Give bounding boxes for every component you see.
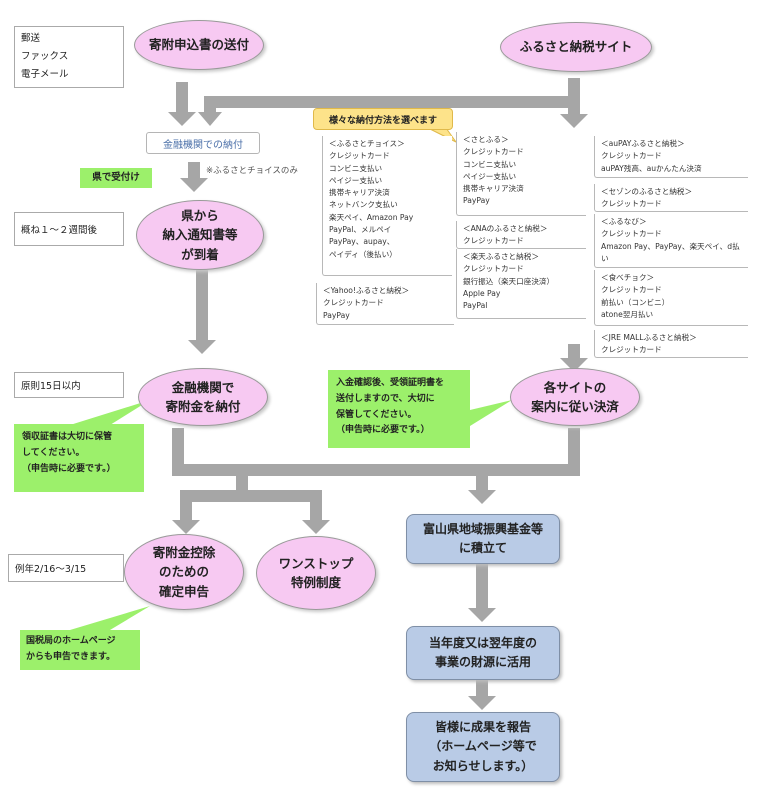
list-saison: ＜セゾンのふるさと納税＞クレジットカード (594, 184, 748, 212)
arrow-site-to-bank (198, 96, 222, 126)
list-furusato-choice: ＜ふるさとチョイス＞クレジットカード コンビニ支払いペイジー支払い 携帯キャリア… (322, 136, 452, 276)
furusato-site-node: ふるさと納税サイト (500, 22, 652, 72)
arrow-notice-to-pay (188, 268, 216, 354)
bank-receipt-callout: 領収証書は大切に保管 してください。 （申告時に必要です。） (14, 424, 144, 492)
timing-tax-period: 例年2/16～3/15 (8, 554, 124, 582)
pay-at-bank-node: 金融機関で 寄附金を納付 (138, 368, 268, 426)
list-ana: ＜ANAのふるさと納税＞クレジットカード (456, 221, 586, 249)
arrow-to-tax-return (172, 490, 200, 534)
send-form-node: 寄附申込書の送付 (134, 20, 264, 70)
arrow-use-to-report (468, 680, 496, 710)
one-stop-node: ワンストップ 特例制度 (256, 536, 376, 610)
send-method-note: 郵送 ファックス 電子メール (14, 26, 124, 88)
arrow-fund-to-use (468, 562, 496, 622)
callout-tail-bank (70, 400, 150, 425)
timing-1-2-weeks: 概ね１～２週間後 (14, 212, 124, 246)
pay-by-site-node: 各サイトの 案内に従い決済 (510, 368, 640, 426)
timing-15-days: 原則15日以内 (14, 372, 124, 398)
arrow-form-to-bank (168, 82, 196, 126)
arrow-lists-to-sitepay (560, 344, 588, 372)
callout-tail-site (470, 400, 512, 426)
arrow-site-to-lists (560, 104, 588, 128)
connector-left-branch (180, 490, 320, 502)
list-aupay: ＜auPAYふるさと納税＞クレジットカード auPAY残高、auかんたん決済 (594, 136, 748, 178)
list-furunavi: ＜ふるなび＞クレジットカード Amazon Pay、PayPay、楽天ペイ、d払… (594, 214, 748, 268)
notice-arrival-node: 県から 納入通知書等 が到着 (136, 200, 264, 270)
list-yahoo: ＜Yahoo!ふるさと納税＞クレジットカード PayPay (316, 283, 454, 325)
arrow-to-one-stop (302, 490, 330, 534)
payment-methods-callout: 様々な納付方法を選べます (313, 108, 453, 130)
report-node: 皆様に成果を報告 （ホームページ等で お知らせします。） (406, 712, 560, 782)
bank-payment-label: 金融機関での納付 (146, 132, 260, 154)
pref-received-label: 県で受付け (80, 168, 152, 188)
arrow-bank-to-notice (180, 162, 208, 192)
callout-tail-tax (70, 606, 150, 630)
fund-node: 富山県地域振興基金等 に積立て (406, 514, 560, 564)
list-jre-mall: ＜JRE MALLふるさと納税＞クレジットカード (594, 330, 748, 358)
tax-office-callout: 国税局のホームページ からも申告できます。 (20, 630, 140, 670)
list-rakuten: ＜楽天ふるさと納税＞クレジットカード 銀行振込（楽天口座決済）Apple Pay… (456, 249, 586, 319)
choice-only-note: ※ふるさとチョイスのみ (206, 166, 298, 176)
list-tabechoku: ＜食べチョク＞クレジットカード 前払い（コンビニ）atone翌月払い (594, 270, 748, 326)
arrow-to-fund (468, 476, 496, 504)
site-receipt-callout: 入金確認後、受領証明書を 送付しますので、大切に 保管してください。 （申告時に… (328, 370, 470, 448)
tax-return-node: 寄附金控除 のための 確定申告 (124, 534, 244, 610)
connector-merge (172, 464, 580, 476)
use-funds-node: 当年度又は翌年度の 事業の財源に活用 (406, 626, 560, 680)
connector-site-across (204, 96, 580, 108)
